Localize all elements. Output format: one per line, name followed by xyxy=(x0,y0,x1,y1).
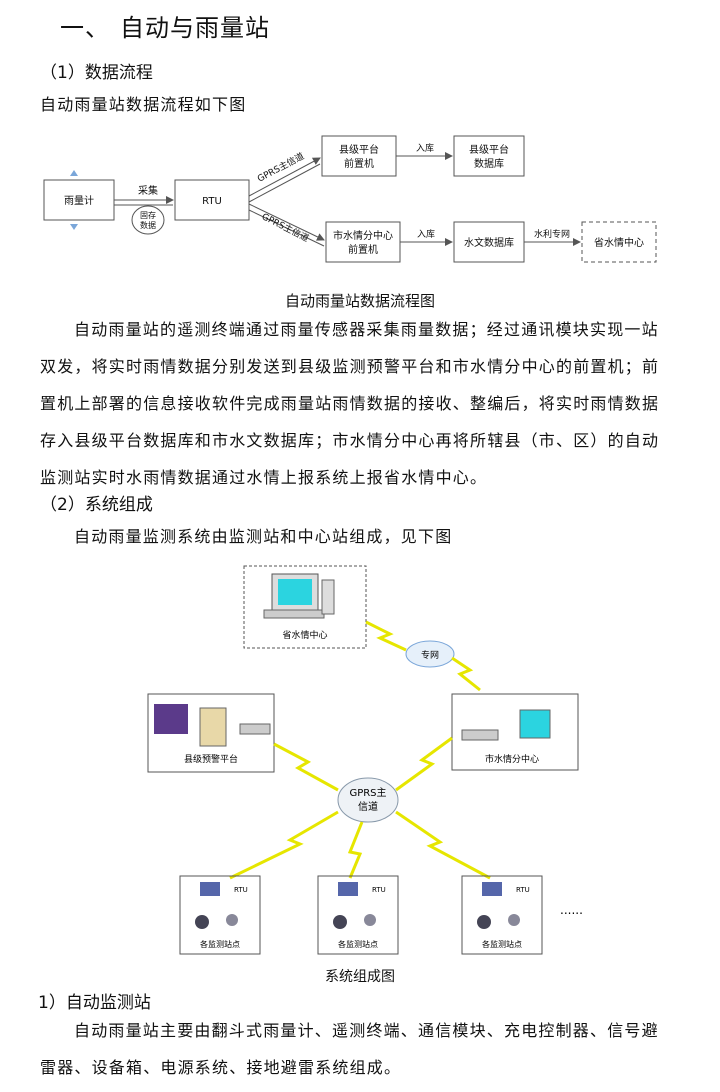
inlib1-label: 入库 xyxy=(416,142,434,154)
city-frontend-box xyxy=(325,221,401,263)
section2-intro: 自动雨量监测系统由监测站和中心站组成，见下图 xyxy=(74,527,453,546)
station-rtu-label: RTU xyxy=(234,886,248,894)
city-frontend-label-1: 市水情分中心 xyxy=(333,229,393,242)
gprs-cloud xyxy=(337,777,399,823)
city-center-label: 市水情分中心 xyxy=(485,753,539,765)
rtu-box xyxy=(174,179,250,221)
county-frontend-label-2: 前置机 xyxy=(344,157,374,170)
link-province-net xyxy=(365,620,407,652)
section1-intro: 自动雨量站数据流程如下图 xyxy=(40,95,247,114)
more-stations-ellipsis: ...... xyxy=(560,903,583,917)
paragraph-line: 置机上部署的信息接收软件完成雨量站雨情数据的接收、整编后，将实时雨情数据 xyxy=(40,394,660,413)
paragraph-line: 双发，将实时雨情数据分别发送到县级监测预警平台和市水情分中心的前置机；前 xyxy=(40,357,660,376)
station-3: RTU 各监测站点 xyxy=(461,875,543,955)
storage-label-1: 固存 xyxy=(140,210,156,220)
net-cloud xyxy=(405,640,455,668)
paragraph-line: 自动雨量站主要由翻斗式雨量计、遥测终端、通信模块、充电控制器、信号避 xyxy=(74,1021,659,1040)
county-frontend-label-1: 县级平台 xyxy=(339,143,379,156)
county-db-box xyxy=(453,135,525,177)
station-1: RTU 各监测站点 xyxy=(179,875,261,955)
collect-label: 采集 xyxy=(138,184,158,197)
county-platform-label: 县级预警平台 xyxy=(184,753,238,765)
link-gprs-station3 xyxy=(395,810,491,880)
section1-title: （1）数据流程 xyxy=(40,63,153,83)
chapter-heading: 一、自动与雨量站 xyxy=(60,8,270,43)
link-county-gprs xyxy=(273,742,339,792)
gprs-label-2: 信道 xyxy=(358,800,378,813)
link-net-city xyxy=(451,656,481,692)
station-label: 各监测站点 xyxy=(200,939,240,949)
hydro-db-label: 水文数据库 xyxy=(464,236,514,249)
station-rtu-label: RTU xyxy=(516,886,530,894)
inlib2-label: 入库 xyxy=(417,228,435,240)
province-center-label: 省水情中心 xyxy=(282,629,327,641)
section2-caption: 系统组成图 xyxy=(325,969,395,985)
chapter-number: 一、 xyxy=(60,14,110,42)
section3-title: 1）自动监测站 xyxy=(38,993,151,1013)
paragraph-line: 雷器、设备箱、电源系统、接地避雷系统组成。 xyxy=(40,1058,402,1077)
water-net-label: 水利专网 xyxy=(534,228,570,240)
storage-label-2: 数据 xyxy=(140,220,156,230)
county-db-label-2: 数据库 xyxy=(474,157,504,170)
province-box xyxy=(581,221,657,263)
section2-title: （2）系统组成 xyxy=(40,495,153,515)
link-gprs-station2 xyxy=(347,821,364,879)
city-center-box xyxy=(451,693,579,771)
data-flow-diagram: 雨量计 采集 固存 数据 RTU 县级平台 前置机 县级平台 数据库 入库 市水… xyxy=(43,135,657,263)
station-label: 各监测站点 xyxy=(482,939,522,949)
paragraph-line: 监测站实时水雨情数据通过水情上报系统上报省水情中心。 xyxy=(40,468,488,487)
station-rtu-label: RTU xyxy=(372,886,386,894)
link-city-gprs xyxy=(395,736,453,792)
gprs-label-1: GPRS主 xyxy=(349,787,386,799)
link-gprs-station1 xyxy=(229,810,339,880)
county-frontend-box xyxy=(321,135,397,177)
province-center-box xyxy=(243,565,367,649)
paragraph-line: 存入县级平台数据库和市水文数据库；市水情分中心再将所辖县（市、区）的自动 xyxy=(40,431,660,450)
rtu-label: RTU xyxy=(202,196,222,207)
chapter-title: 自动与雨量站 xyxy=(120,14,270,42)
county-platform-box xyxy=(147,693,275,773)
station-label: 各监测站点 xyxy=(338,939,378,949)
station-2: RTU 各监测站点 xyxy=(317,875,399,955)
net-label: 专网 xyxy=(421,649,439,661)
county-db-label-1: 县级平台 xyxy=(469,143,509,156)
paragraph-line: 自动雨量站的遥测终端通过雨量传感器采集雨量数据；经过通讯模块实现一站 xyxy=(74,320,659,339)
gprs-bottom-label: GPRS主信道 xyxy=(260,210,311,244)
province-label: 省水情中心 xyxy=(594,236,644,249)
system-diagram: 省水情中心 专网 县级预警平台 市水情分中心 GPRS主 信道 RTU 各监测站… xyxy=(147,565,583,955)
section1-caption: 自动雨量站数据流程图 xyxy=(284,292,435,310)
city-frontend-label-2: 前置机 xyxy=(348,243,378,256)
section3-paragraph: 自动雨量站主要由翻斗式雨量计、遥测终端、通信模块、充电控制器、信号避 雷器、设备… xyxy=(40,1012,700,1086)
section1-paragraph: 自动雨量站的遥测终端通过雨量传感器采集雨量数据；经过通讯模块实现一站 双发，将实… xyxy=(40,311,700,496)
raingauge-label: 雨量计 xyxy=(64,194,94,207)
